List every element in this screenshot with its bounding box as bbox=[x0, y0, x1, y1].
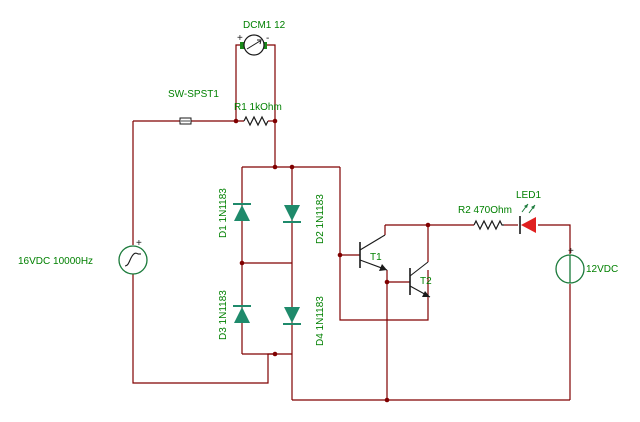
d2-label: D2 1N1183 bbox=[315, 194, 326, 244]
junction-dot bbox=[384, 279, 390, 285]
motor-plus-sign: + bbox=[237, 33, 243, 44]
dc-motor-icon[interactable] bbox=[240, 34, 267, 56]
d1-diode-icon[interactable] bbox=[233, 203, 251, 221]
wire-collector-top bbox=[385, 224, 429, 243]
d4-diode-icon[interactable] bbox=[283, 307, 301, 325]
r1-resistor-icon[interactable] bbox=[243, 115, 275, 127]
ac-source-icon[interactable] bbox=[118, 245, 148, 275]
junction-dot bbox=[289, 164, 295, 170]
wire-led-to-source bbox=[538, 224, 571, 254]
junction-dot bbox=[425, 222, 431, 228]
t1-label: T1 bbox=[370, 252, 382, 263]
wire-motor-right bbox=[264, 44, 276, 167]
wire-source-left-vertical-bottom bbox=[132, 274, 275, 384]
r1-label: R1 1kOhm bbox=[234, 102, 282, 113]
dc-source-plus-sign: + bbox=[568, 246, 574, 257]
motor-label: DCM1 12 bbox=[243, 20, 286, 31]
spst-switch-icon[interactable] bbox=[179, 117, 192, 125]
d3-label: D3 1N1183 bbox=[218, 290, 229, 340]
t2-npn-transistor-icon[interactable] bbox=[409, 243, 431, 298]
junction-dot bbox=[239, 260, 245, 266]
junction-dot bbox=[272, 164, 278, 170]
t2-label: T2 bbox=[420, 276, 432, 287]
d1-label: D1 1N1183 bbox=[218, 188, 229, 238]
led-label: LED1 bbox=[516, 190, 541, 201]
motor-minus-sign: - bbox=[266, 33, 269, 44]
junction-dot bbox=[384, 397, 390, 403]
junction-dot bbox=[233, 118, 239, 124]
d3-diode-icon[interactable] bbox=[233, 305, 251, 323]
junction-dot bbox=[272, 351, 278, 357]
dc-source-icon[interactable] bbox=[555, 254, 585, 284]
wire-bridge-to-t1-base bbox=[339, 167, 429, 321]
d2-diode-icon[interactable] bbox=[283, 205, 301, 223]
t1-npn-transistor-icon[interactable] bbox=[359, 225, 388, 271]
junctions bbox=[233, 118, 431, 403]
ac-source-label: 16VDC 10000Hz bbox=[18, 256, 93, 267]
r2-resistor-icon[interactable] bbox=[473, 219, 504, 231]
junction-dot bbox=[337, 252, 343, 258]
ac-source-plus-sign: + bbox=[136, 238, 142, 249]
switch-label: SW-SPST1 bbox=[168, 89, 219, 100]
r2-label: R2 470Ohm bbox=[458, 205, 512, 216]
led-icon[interactable] bbox=[519, 203, 536, 234]
d4-label: D4 1N1183 bbox=[315, 296, 326, 346]
dc-source-label: 12VDC bbox=[586, 264, 618, 275]
